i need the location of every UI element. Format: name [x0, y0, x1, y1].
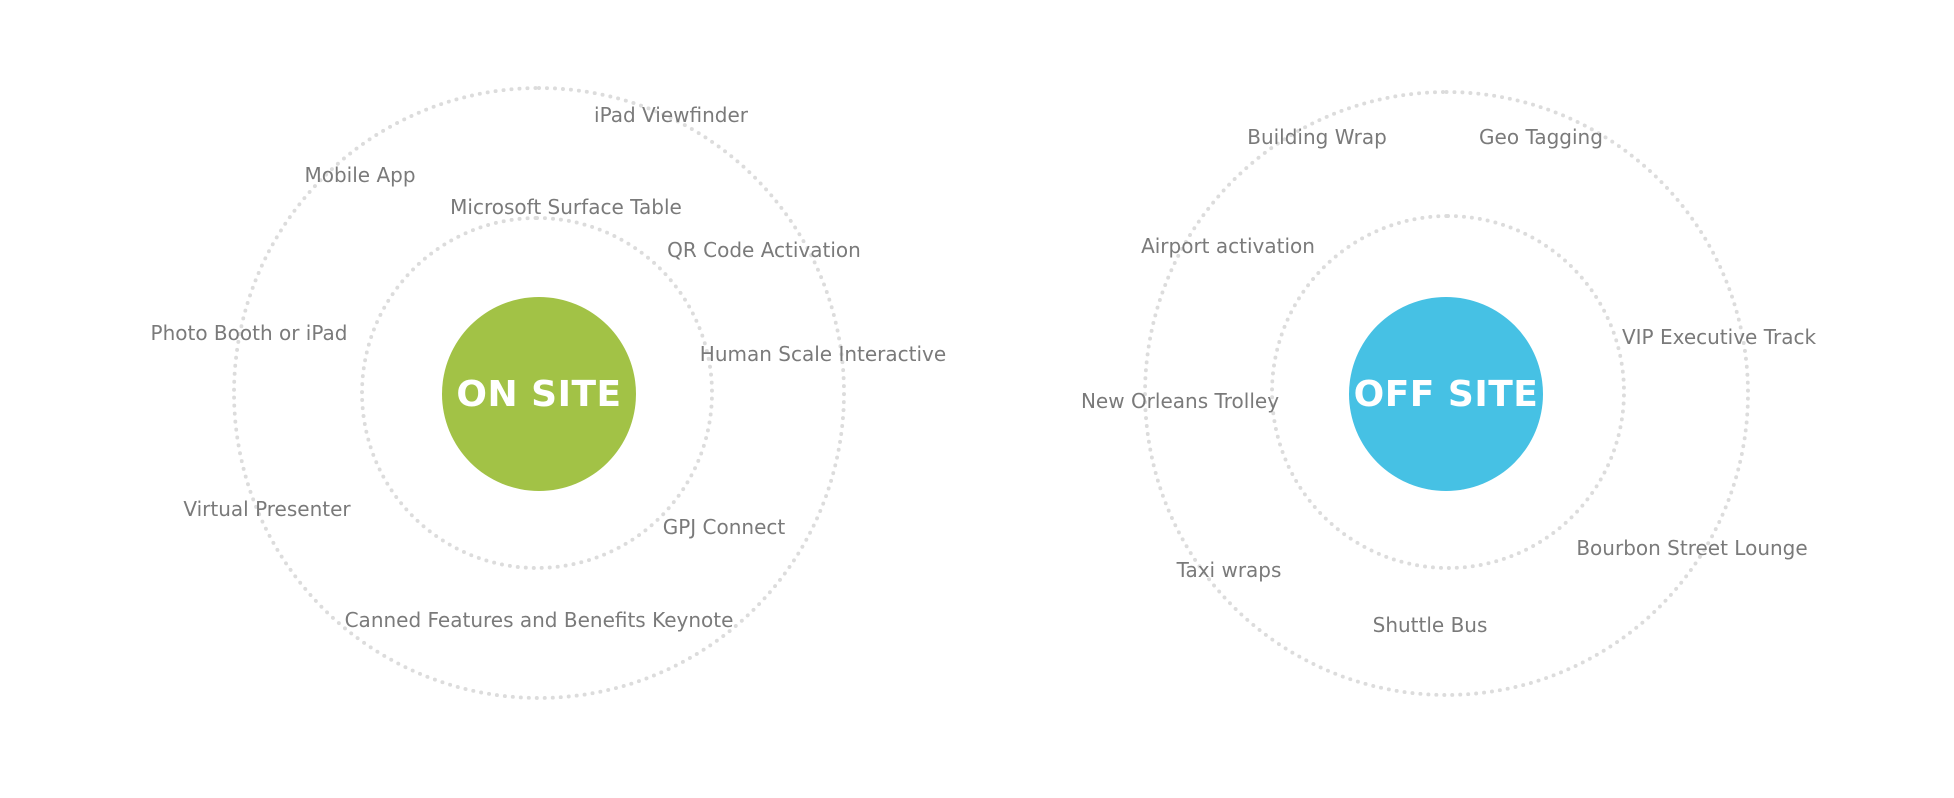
onsite-label-human-scale-interactive: Human Scale Interactive: [699, 342, 947, 366]
offsite-outer-ring: [1143, 90, 1750, 697]
onsite-hub-title: ON SITE: [456, 373, 622, 415]
offsite-label-bourbon-street-lounge: Bourbon Street Lounge: [1576, 536, 1808, 560]
onsite-label-qr-code-activation: QR Code Activation: [667, 238, 861, 262]
onsite-label-photo-booth: Photo Booth or iPad: [150, 321, 348, 345]
offsite-hub: OFF SITE: [1349, 297, 1543, 491]
offsite-label-new-orleans-trolley: New Orleans Trolley: [1080, 389, 1280, 413]
offsite-label-airport-activation: Airport activation: [1141, 234, 1315, 258]
onsite-label-gpj-connect: GPJ Connect: [662, 515, 786, 539]
offsite-label-shuttle-bus: Shuttle Bus: [1372, 613, 1488, 637]
offsite-label-taxi-wraps: Taxi wraps: [1176, 558, 1282, 582]
onsite-label-canned-features: Canned Features and Benefits Keynote: [344, 608, 734, 632]
offsite-hub-title: OFF SITE: [1353, 373, 1539, 415]
onsite-label-mobile-app: Mobile App: [304, 163, 416, 187]
offsite-label-geo-tagging: Geo Tagging: [1479, 125, 1603, 149]
offsite-label-building-wrap: Building Wrap: [1247, 125, 1387, 149]
offsite-label-vip-executive-track: VIP Executive Track: [1621, 325, 1817, 349]
onsite-hub: ON SITE: [442, 297, 636, 491]
onsite-inner-ring: [360, 216, 714, 570]
offsite-inner-ring: [1270, 214, 1626, 570]
onsite-label-ipad-viewfinder: iPad Viewfinder: [594, 103, 748, 127]
onsite-label-microsoft-surface-table: Microsoft Surface Table: [450, 195, 682, 219]
onsite-outer-ring: [232, 86, 846, 700]
onsite-label-virtual-presenter: Virtual Presenter: [183, 497, 351, 521]
